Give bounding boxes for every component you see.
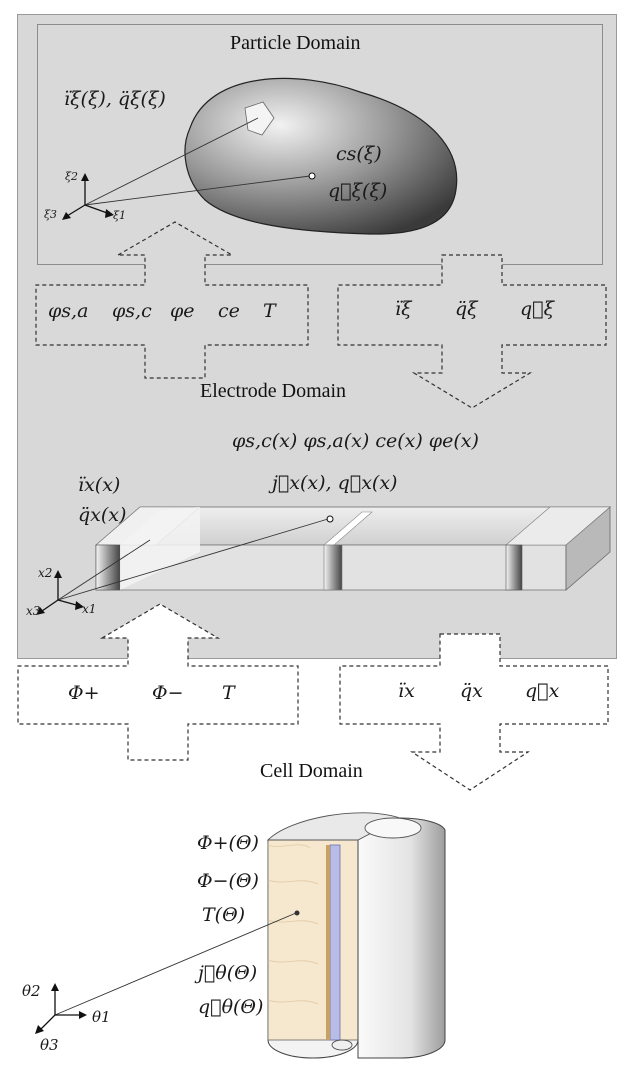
electrode-flux-i-output: ïx <box>398 680 415 702</box>
arrow-up-to-particle <box>35 221 309 379</box>
phi-e-label: φe <box>170 300 195 322</box>
particle-flux-label: ïξ(ξ), q̈ξ(ξ) <box>64 88 166 110</box>
particle-flux-q-output: q̈ξ <box>455 298 478 320</box>
electrode-flux-i-label: ïx(x) <box>78 474 121 496</box>
cell-phi-minus-label: Φ−(Θ) <box>197 870 259 892</box>
electrode-heat-q-output: q⃛x <box>525 680 560 702</box>
electrode-potentials-label: φs,c(x) φs,a(x) ce(x) φe(x) <box>232 430 479 452</box>
electrode-reaction-label: j⃛x(x), q⃛x(x) <box>272 472 398 494</box>
temperature-label: T <box>263 300 276 322</box>
cell-axis-theta2-label: θ2 <box>22 982 41 1000</box>
electrode-flux-q-output: q̈x <box>460 680 483 702</box>
particle-concentration-label: cs(ξ) <box>336 143 382 165</box>
particle-heat-q-output: q⃛ξ <box>520 298 555 320</box>
phi-minus-label: Φ− <box>152 682 184 704</box>
cell-phi-plus-label: Φ+(Θ) <box>197 832 259 854</box>
particle-flux-i-output: ïξ <box>395 298 412 320</box>
c-e-label: ce <box>218 300 240 322</box>
arrow-up-to-electrode <box>17 603 299 761</box>
phi-s-a-label: φs,a <box>48 300 89 322</box>
cell-reaction-label: j⃛θ(Θ) <box>198 962 258 984</box>
cell-domain-title: Cell Domain <box>260 760 363 782</box>
cell-axis-theta1-label: θ1 <box>92 1008 111 1026</box>
phi-plus-label: Φ+ <box>68 682 100 704</box>
electrode-domain-title: Electrode Domain <box>200 380 347 402</box>
electrode-axis-x1-label: x1 <box>82 602 97 616</box>
particle-domain-title: Particle Domain <box>230 32 361 54</box>
particle-surface-patch <box>244 101 275 136</box>
arrow-down-from-electrode <box>339 633 609 791</box>
cell-axis-theta3-label: θ3 <box>40 1036 59 1054</box>
arrow-down-from-particle <box>337 254 607 409</box>
electrode-axis-x3-label: x3 <box>26 604 41 618</box>
particle-axis-xi2-label: ξ2 <box>65 170 79 183</box>
electrode-flux-q-label: q̈x(x) <box>78 504 127 526</box>
particle-shape <box>184 77 458 235</box>
cell-heat-label: q⃛θ(Θ) <box>198 996 264 1018</box>
cell-cylinder <box>266 812 446 1059</box>
particle-heat-label: q⃛ξ(ξ) <box>328 180 388 202</box>
particle-axis-xi3-label: ξ3 <box>44 208 58 221</box>
electrode-axis-x2-label: x2 <box>38 566 53 580</box>
cell-temperature-input-label: T <box>222 682 235 704</box>
phi-s-c-label: φs,c <box>112 300 152 322</box>
particle-axis-xi1-label: ξ1 <box>113 209 127 222</box>
cell-temperature-label: T(Θ) <box>202 904 246 926</box>
